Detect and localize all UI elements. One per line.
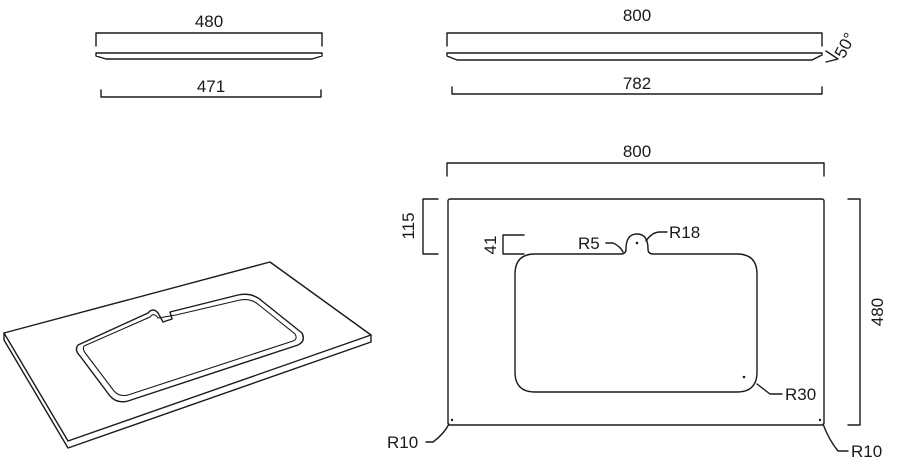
dim-line-782 <box>451 86 823 95</box>
dim-line-471 <box>100 89 322 98</box>
dim-line-115 <box>422 198 439 255</box>
dim-label-471: 471 <box>197 77 225 96</box>
iso-basin-inner <box>82 299 297 397</box>
dim-line-41 <box>502 234 525 255</box>
front-profile-800: 800 50° 782 <box>446 6 860 95</box>
r30-center-point <box>742 375 746 379</box>
corner-point-right <box>818 418 822 422</box>
dim-line-plan-width <box>446 162 825 177</box>
iso-slab-outline <box>3 261 372 442</box>
dim-label-800-top: 800 <box>623 6 651 25</box>
plan-outline <box>447 198 825 426</box>
slab-profile-480 <box>95 52 323 60</box>
leader-r5 <box>605 242 624 253</box>
side-profile-480: 480 471 <box>95 12 323 98</box>
angle-marker <box>825 50 839 63</box>
plan-view: 800 480 115 41 R5 R18 R30 R10 R10 <box>387 142 887 461</box>
notch-center-point <box>635 241 639 245</box>
label-r30: R30 <box>785 385 816 404</box>
label-r5: R5 <box>578 234 600 253</box>
label-r10-left: R10 <box>387 433 418 452</box>
isometric-view <box>3 261 372 449</box>
dim-label-plan-width: 800 <box>623 142 651 161</box>
label-r10-right: R10 <box>851 442 882 461</box>
plan-basin <box>514 233 758 393</box>
leader-r10-right <box>822 423 849 452</box>
dim-label-782: 782 <box>623 74 651 93</box>
leader-r18 <box>645 231 668 242</box>
corner-point-left <box>450 418 454 422</box>
dim-line-plan-height <box>847 198 861 426</box>
label-r18: R18 <box>669 223 700 242</box>
dim-line-480 <box>95 32 323 47</box>
iso-slab-thickness <box>3 332 372 449</box>
dim-label-480: 480 <box>195 12 223 31</box>
leader-r30 <box>756 383 783 395</box>
slab-profile-800 <box>446 52 823 61</box>
leader-r10-left <box>425 423 450 443</box>
dim-label-41: 41 <box>481 236 500 255</box>
dim-label-115: 115 <box>399 212 418 239</box>
dim-line-800-top <box>446 32 823 47</box>
iso-basin-outer <box>75 293 305 403</box>
dim-label-plan-height: 480 <box>868 298 887 326</box>
